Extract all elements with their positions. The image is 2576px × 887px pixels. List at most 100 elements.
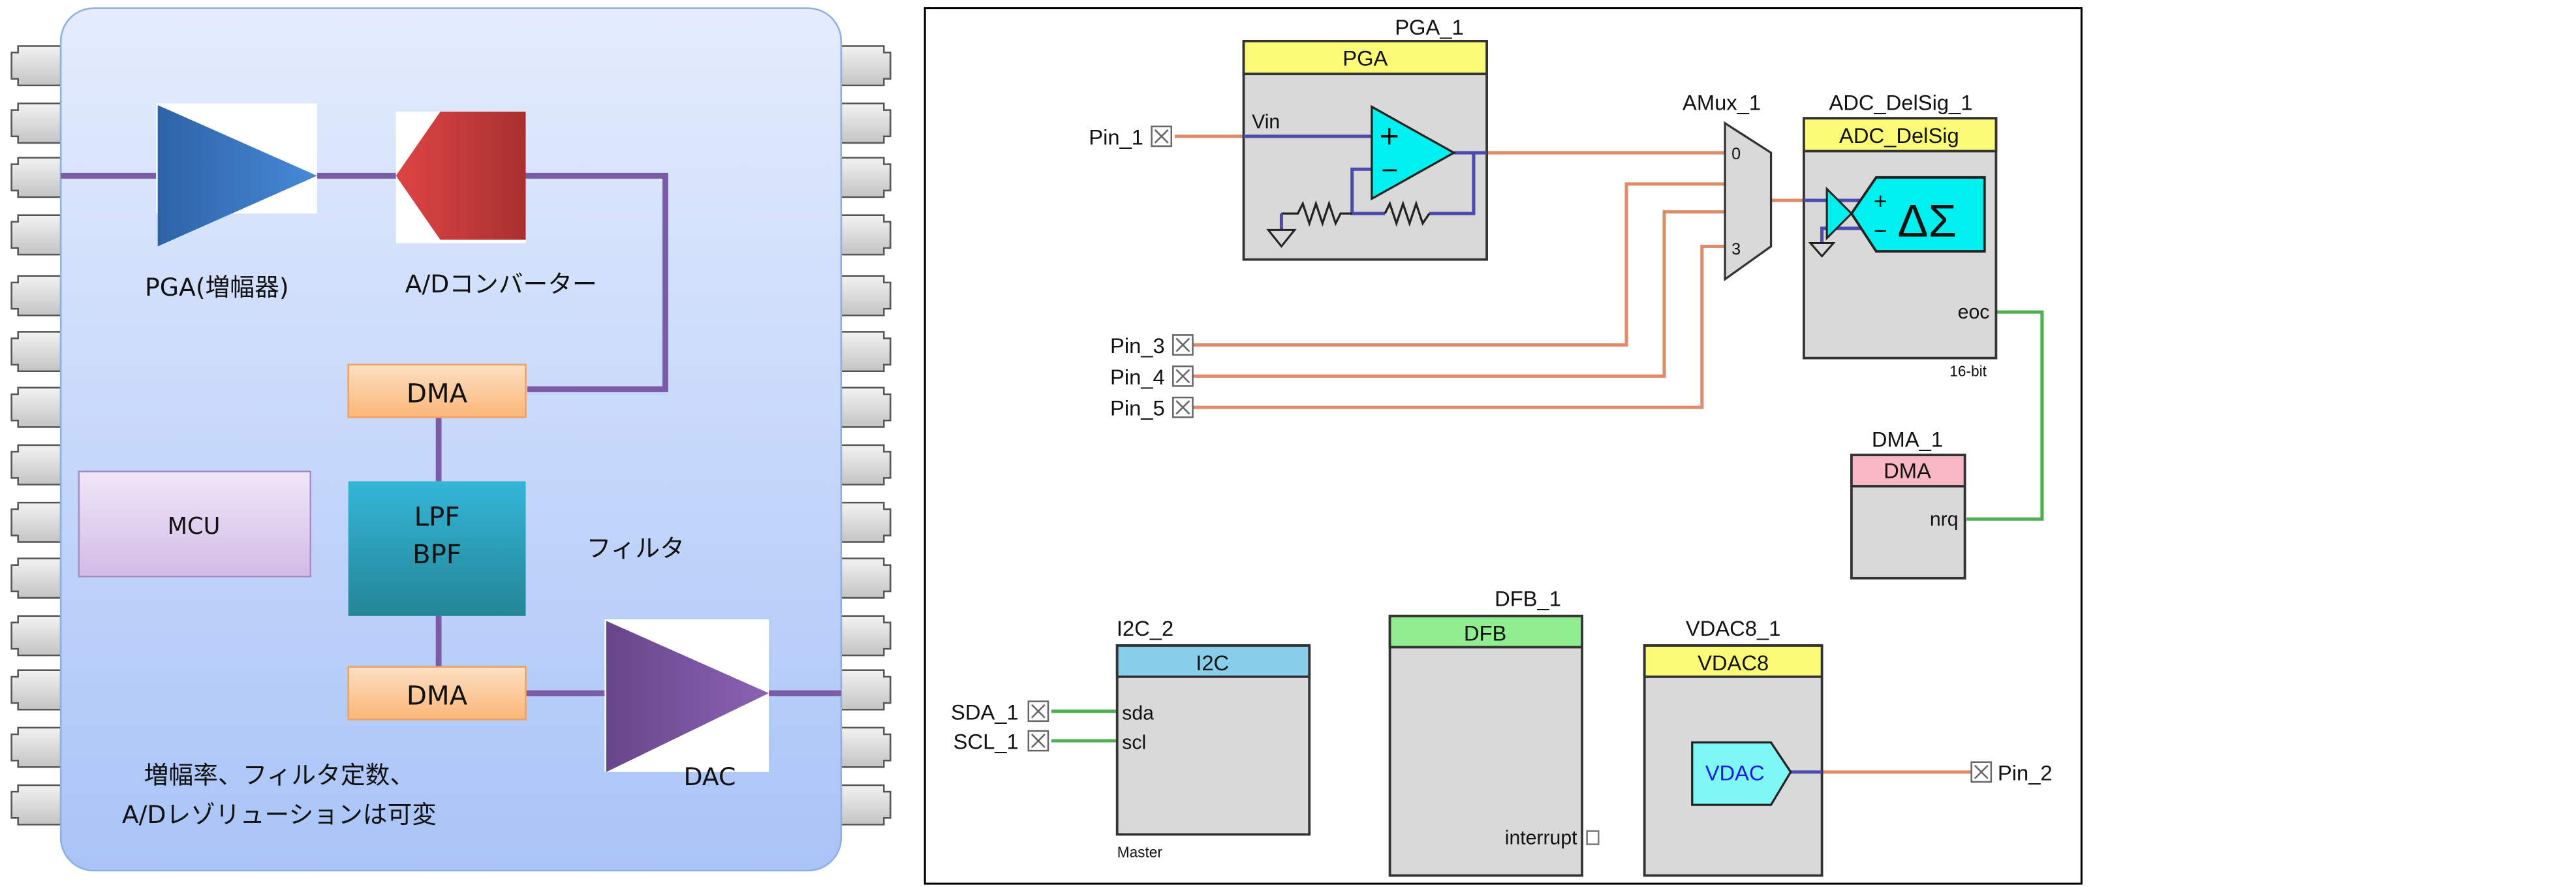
note-line-2: A/Dレゾリューションは可変 <box>122 800 437 829</box>
svg-text:−: − <box>1380 157 1399 183</box>
svg-text:MCU: MCU <box>168 513 221 540</box>
dma-top-block: DMA <box>347 364 527 418</box>
pin-terminal-icon[interactable] <box>1151 125 1173 148</box>
svg-text:nrq: nrq <box>1930 508 1959 530</box>
svg-text:VDAC8_1: VDAC8_1 <box>1686 616 1781 640</box>
chip-pin-icon <box>840 331 892 373</box>
interrupt-terminal-icon <box>1586 830 1600 845</box>
opamp-icon: + − <box>1243 104 1487 248</box>
svg-text:AMux_1: AMux_1 <box>1683 91 1761 115</box>
dac-amplifier-icon <box>604 619 769 772</box>
wires <box>61 172 841 696</box>
i2c-component[interactable]: I2C_2 I2C sda scl Master <box>1115 616 1311 861</box>
dac-label: DAC <box>683 762 736 791</box>
chip-pin-icon <box>840 214 892 256</box>
svg-text:DMA: DMA <box>407 681 468 711</box>
pin-5-label: Pin_5 <box>1110 396 1165 420</box>
chip-pins-left <box>10 45 62 826</box>
pin-terminal-icon[interactable] <box>1970 761 1993 783</box>
svg-text:DMA: DMA <box>407 379 468 409</box>
chip-pin-icon <box>10 386 62 428</box>
pin-terminal-icon[interactable] <box>1172 334 1194 356</box>
chip-pin-icon <box>10 214 62 256</box>
chip-pin-icon <box>840 444 892 486</box>
pin-2-label: Pin_2 <box>1998 760 2053 785</box>
chip-pin-icon <box>840 501 892 543</box>
svg-text:ΔΣ: ΔΣ <box>1897 195 1957 246</box>
svg-text:BPF: BPF <box>412 540 461 570</box>
adc-label: A/Dコンバーター <box>405 270 597 298</box>
svg-text:DFB_1: DFB_1 <box>1495 587 1561 611</box>
chip-pins-right <box>840 45 892 826</box>
chip-pin-icon <box>840 45 892 87</box>
svg-text:Master: Master <box>1117 844 1163 861</box>
pin-terminal-icon[interactable] <box>1172 365 1194 387</box>
pins: Pin_1 Pin_3 Pin_4 Pin_5 SDA_1 SCL_1 Pin_… <box>951 125 2053 785</box>
svg-text:DFB: DFB <box>1464 621 1506 646</box>
i2c-wires <box>1051 709 1117 743</box>
mcu-block: MCU <box>78 471 312 578</box>
chip-pin-icon <box>10 726 62 768</box>
chip-pin-icon <box>10 444 62 486</box>
svg-text:+: + <box>1378 121 1401 151</box>
svg-text:VDAC: VDAC <box>1705 760 1765 785</box>
block-diagram: PGA(増幅器) A/Dコンバーター DMA LPF BPF フィルタ MCU … <box>10 7 892 872</box>
chip-pin-icon <box>840 275 892 317</box>
chip-pin-icon <box>840 784 892 826</box>
chip-pin-icon <box>10 102 62 144</box>
chip-pin-icon <box>10 45 62 87</box>
chip-pin-icon <box>10 331 62 373</box>
eoc-nrq-wire <box>1966 310 2044 521</box>
svg-text:3: 3 <box>1731 240 1741 258</box>
chip-pin-icon <box>10 669 62 711</box>
dfb-component[interactable]: DFB_1 DFB interrupt <box>1388 587 1600 877</box>
svg-text:ADC_DelSig_1: ADC_DelSig_1 <box>1829 91 1972 115</box>
note-line-1: 増幅率、フィルタ定数、 <box>144 760 415 789</box>
chip-pin-icon <box>10 275 62 317</box>
pga-component[interactable]: PGA_1 PGA Vin + − <box>1242 15 1488 261</box>
schematic: PGA_1 PGA Vin + − AMux_1 0 <box>923 7 2083 885</box>
pin-terminal-icon[interactable] <box>1027 700 1049 723</box>
chip-pin-icon <box>10 157 62 198</box>
svg-text:−: − <box>1873 219 1888 241</box>
svg-text:interrupt: interrupt <box>1505 828 1577 849</box>
svg-text:eoc: eoc <box>1958 302 1990 323</box>
vdac-icon <box>1691 741 1792 806</box>
pin-4-label: Pin_4 <box>1110 365 1165 389</box>
delta-sigma-icon: ΔΣ + − <box>1803 176 1986 258</box>
chip-pin-icon <box>10 501 62 543</box>
chip-pin-icon <box>10 784 62 826</box>
pin-terminal-icon[interactable] <box>1172 396 1194 418</box>
pin-3-label: Pin_3 <box>1110 334 1165 358</box>
dma-component[interactable]: DMA_1 DMA nrq <box>1850 428 1966 580</box>
dma-bottom-block: DMA <box>347 666 527 721</box>
pga-amplifier-icon <box>156 103 317 247</box>
chip-pin-icon <box>840 157 892 198</box>
svg-text:ADC_DelSig: ADC_DelSig <box>1839 123 1959 148</box>
amux-component[interactable]: AMux_1 0 3 <box>1683 91 1773 282</box>
svg-text:sda: sda <box>1122 702 1154 724</box>
adc-converter-icon <box>396 112 526 243</box>
svg-text:PGA: PGA <box>1342 46 1388 70</box>
pin-terminal-icon[interactable] <box>1027 730 1049 752</box>
adc-delsig-component[interactable]: ADC_DelSig_1 ADC_DelSig ΔΣ + − eoc 16-bi… <box>1803 91 1998 380</box>
svg-text:I2C_2: I2C_2 <box>1117 616 1173 640</box>
chip-pin-icon <box>840 726 892 768</box>
vdac-component[interactable]: VDAC8_1 VDAC8 VDAC <box>1643 616 1823 877</box>
svg-text:DMA: DMA <box>1884 458 1931 482</box>
pga-label: PGA(増幅器) <box>145 273 289 302</box>
scl-pin-label: SCL_1 <box>954 730 1019 754</box>
svg-text:+: + <box>1873 190 1888 211</box>
filter-caption: フィルタ <box>587 534 685 563</box>
svg-text:0: 0 <box>1731 145 1741 163</box>
svg-text:VDAC8: VDAC8 <box>1698 651 1769 675</box>
svg-text:Vin: Vin <box>1252 111 1280 132</box>
filter-block: LPF BPF <box>348 481 526 616</box>
chip-pin-icon <box>840 669 892 711</box>
chip-pin-icon <box>10 557 62 599</box>
pin-1-label: Pin_1 <box>1089 125 1143 149</box>
analog-wires <box>1174 134 1972 774</box>
svg-text:I2C: I2C <box>1196 651 1229 675</box>
chip-pin-icon <box>840 615 892 657</box>
